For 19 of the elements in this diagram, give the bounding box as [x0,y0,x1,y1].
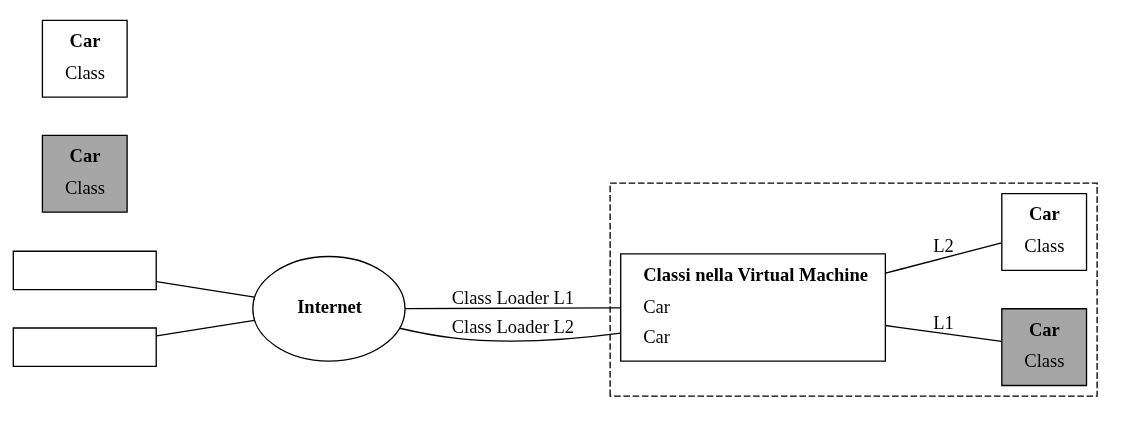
edge-label: Class Loader L2 [451,315,575,337]
node-box: Classi nella Virtual Machine Car Car [620,252,887,362]
connector [884,324,1003,342]
node-box [12,250,157,290]
node-box: Car Class [1001,307,1088,386]
node-box [12,326,157,367]
connector [155,319,256,337]
edge-label: Class Loader L1 [451,286,575,308]
node-box: Car Class [41,19,128,98]
edge-label: L1 [933,311,954,333]
node-box: Car Class [1001,192,1088,271]
connector [155,280,256,298]
connector [399,327,622,342]
edge-label: L2 [933,234,954,256]
cluster [609,181,1098,397]
node-ellipse: Internet [252,255,406,362]
node-box: Car Class [41,134,128,213]
connector [884,241,1003,274]
connector [404,306,622,309]
